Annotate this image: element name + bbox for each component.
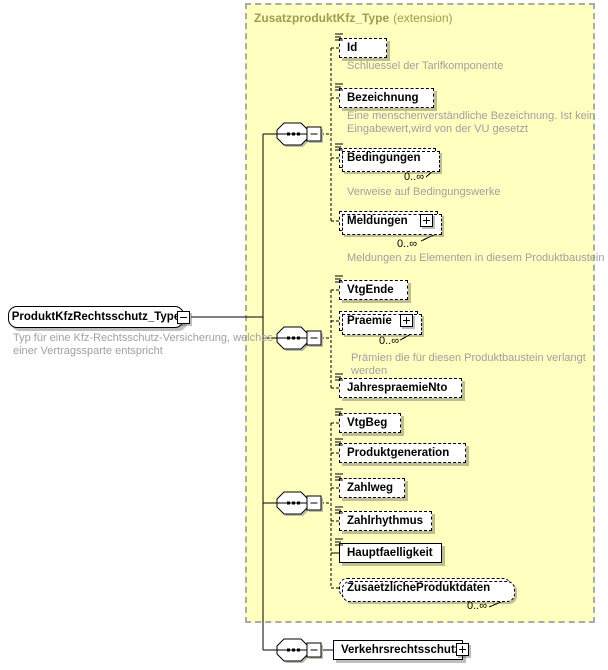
element-label: VtgEnde bbox=[347, 284, 394, 296]
element-label: Zahlweg bbox=[347, 482, 394, 494]
element-label: Praemie bbox=[347, 315, 392, 327]
element-produktgeneration[interactable]: Produktgeneration bbox=[335, 438, 466, 463]
expand-icon[interactable] bbox=[400, 314, 413, 327]
simple-content-icon bbox=[334, 142, 345, 152]
element-hauptfaelligkeit[interactable]: Hauptfaelligkeit bbox=[335, 538, 442, 563]
element-meldungen[interactable]: Meldungen bbox=[339, 211, 442, 235]
sequence-compositor[interactable] bbox=[276, 325, 326, 353]
annotation-meldungen: Meldungen zu Elementen in diesem Produkt… bbox=[347, 252, 605, 264]
simple-content-icon bbox=[334, 82, 345, 92]
extension-mode-label: (extension) bbox=[393, 11, 453, 25]
extension-header: ZusatzproduktKfz_Type(extension) bbox=[254, 11, 453, 25]
expand-icon[interactable] bbox=[420, 214, 433, 227]
element-label: Bezeichnung bbox=[347, 92, 419, 104]
annotation-id: Schluessel der Tarifkomponente bbox=[347, 60, 504, 72]
simple-content-icon bbox=[334, 32, 345, 42]
occurrence-label: 0..∞ bbox=[397, 238, 418, 250]
element-bedingungen[interactable]: Bedingungen bbox=[335, 143, 440, 172]
occurrence-label: 0..∞ bbox=[379, 335, 400, 347]
simple-content-icon bbox=[334, 407, 345, 417]
element-label: ZusaetzlicheProduktdaten bbox=[347, 582, 491, 594]
element-verkehrsrechtsschutz[interactable]: Verkehrsrechtsschutz bbox=[333, 640, 469, 660]
collapse-icon[interactable] bbox=[177, 311, 190, 324]
annotation-praemie: Prämien die für diesen Produktbaustein v… bbox=[351, 352, 586, 377]
element-label: Produktgeneration bbox=[347, 447, 450, 459]
element-jahrespraemiento[interactable]: JahrespraemieNto bbox=[335, 373, 462, 398]
element-label: Hauptfaelligkeit bbox=[347, 547, 433, 559]
simple-content-icon bbox=[334, 505, 345, 515]
simple-content-icon bbox=[334, 372, 345, 382]
extension-type-name: ZusatzproduktKfz_Type bbox=[254, 11, 390, 25]
sequence-compositor[interactable] bbox=[276, 121, 326, 149]
root-element-produktkfzrechtsschutz[interactable]: ProduktKfzRechtsschutz_Type bbox=[8, 306, 190, 328]
element-vtgbeg[interactable]: VtgBeg bbox=[335, 408, 401, 433]
element-label: Zahlrhythmus bbox=[347, 515, 424, 527]
element-label: Meldungen bbox=[347, 215, 408, 227]
expand-icon[interactable] bbox=[456, 643, 469, 656]
element-label: VtgBeg bbox=[347, 417, 388, 429]
root-annotation: Typ für eine Kfz-Rechtsschutz-Versicheru… bbox=[13, 332, 273, 357]
occurrence-label: 0..∞ bbox=[467, 600, 488, 612]
simple-content-icon bbox=[334, 437, 345, 447]
sequence-compositor[interactable] bbox=[276, 490, 326, 518]
simple-content-icon bbox=[334, 537, 345, 547]
simple-content-icon bbox=[334, 472, 345, 482]
element-zahlrhythmus[interactable]: Zahlrhythmus bbox=[335, 506, 432, 531]
element-label: JahrespraemieNto bbox=[347, 382, 448, 394]
element-zahlweg[interactable]: Zahlweg bbox=[335, 473, 405, 498]
simple-content-icon bbox=[334, 274, 345, 284]
element-label: Bedingungen bbox=[347, 152, 421, 164]
element-praemie[interactable]: Praemie bbox=[339, 311, 422, 335]
root-element-label: ProduktKfzRechtsschutz_Type bbox=[11, 311, 181, 323]
element-bezeichnung[interactable]: Bezeichnung bbox=[335, 83, 434, 108]
element-id[interactable]: Id bbox=[335, 33, 387, 58]
occurrence-label: 0..∞ bbox=[404, 171, 425, 183]
annotation-bedingungen: Verweise auf Bedingungswerke bbox=[347, 186, 501, 198]
element-zusaetzlicheproduktdaten[interactable]: ZusaetzlicheProduktdaten bbox=[339, 578, 515, 602]
annotation-bezeichnung: Eine menschenverständliche Bezeichnung. … bbox=[347, 110, 596, 135]
element-label: Verkehrsrechtsschutz bbox=[341, 644, 461, 656]
sequence-compositor[interactable] bbox=[276, 637, 326, 665]
element-label: Id bbox=[347, 42, 358, 54]
element-vtgende[interactable]: VtgEnde bbox=[335, 275, 408, 300]
